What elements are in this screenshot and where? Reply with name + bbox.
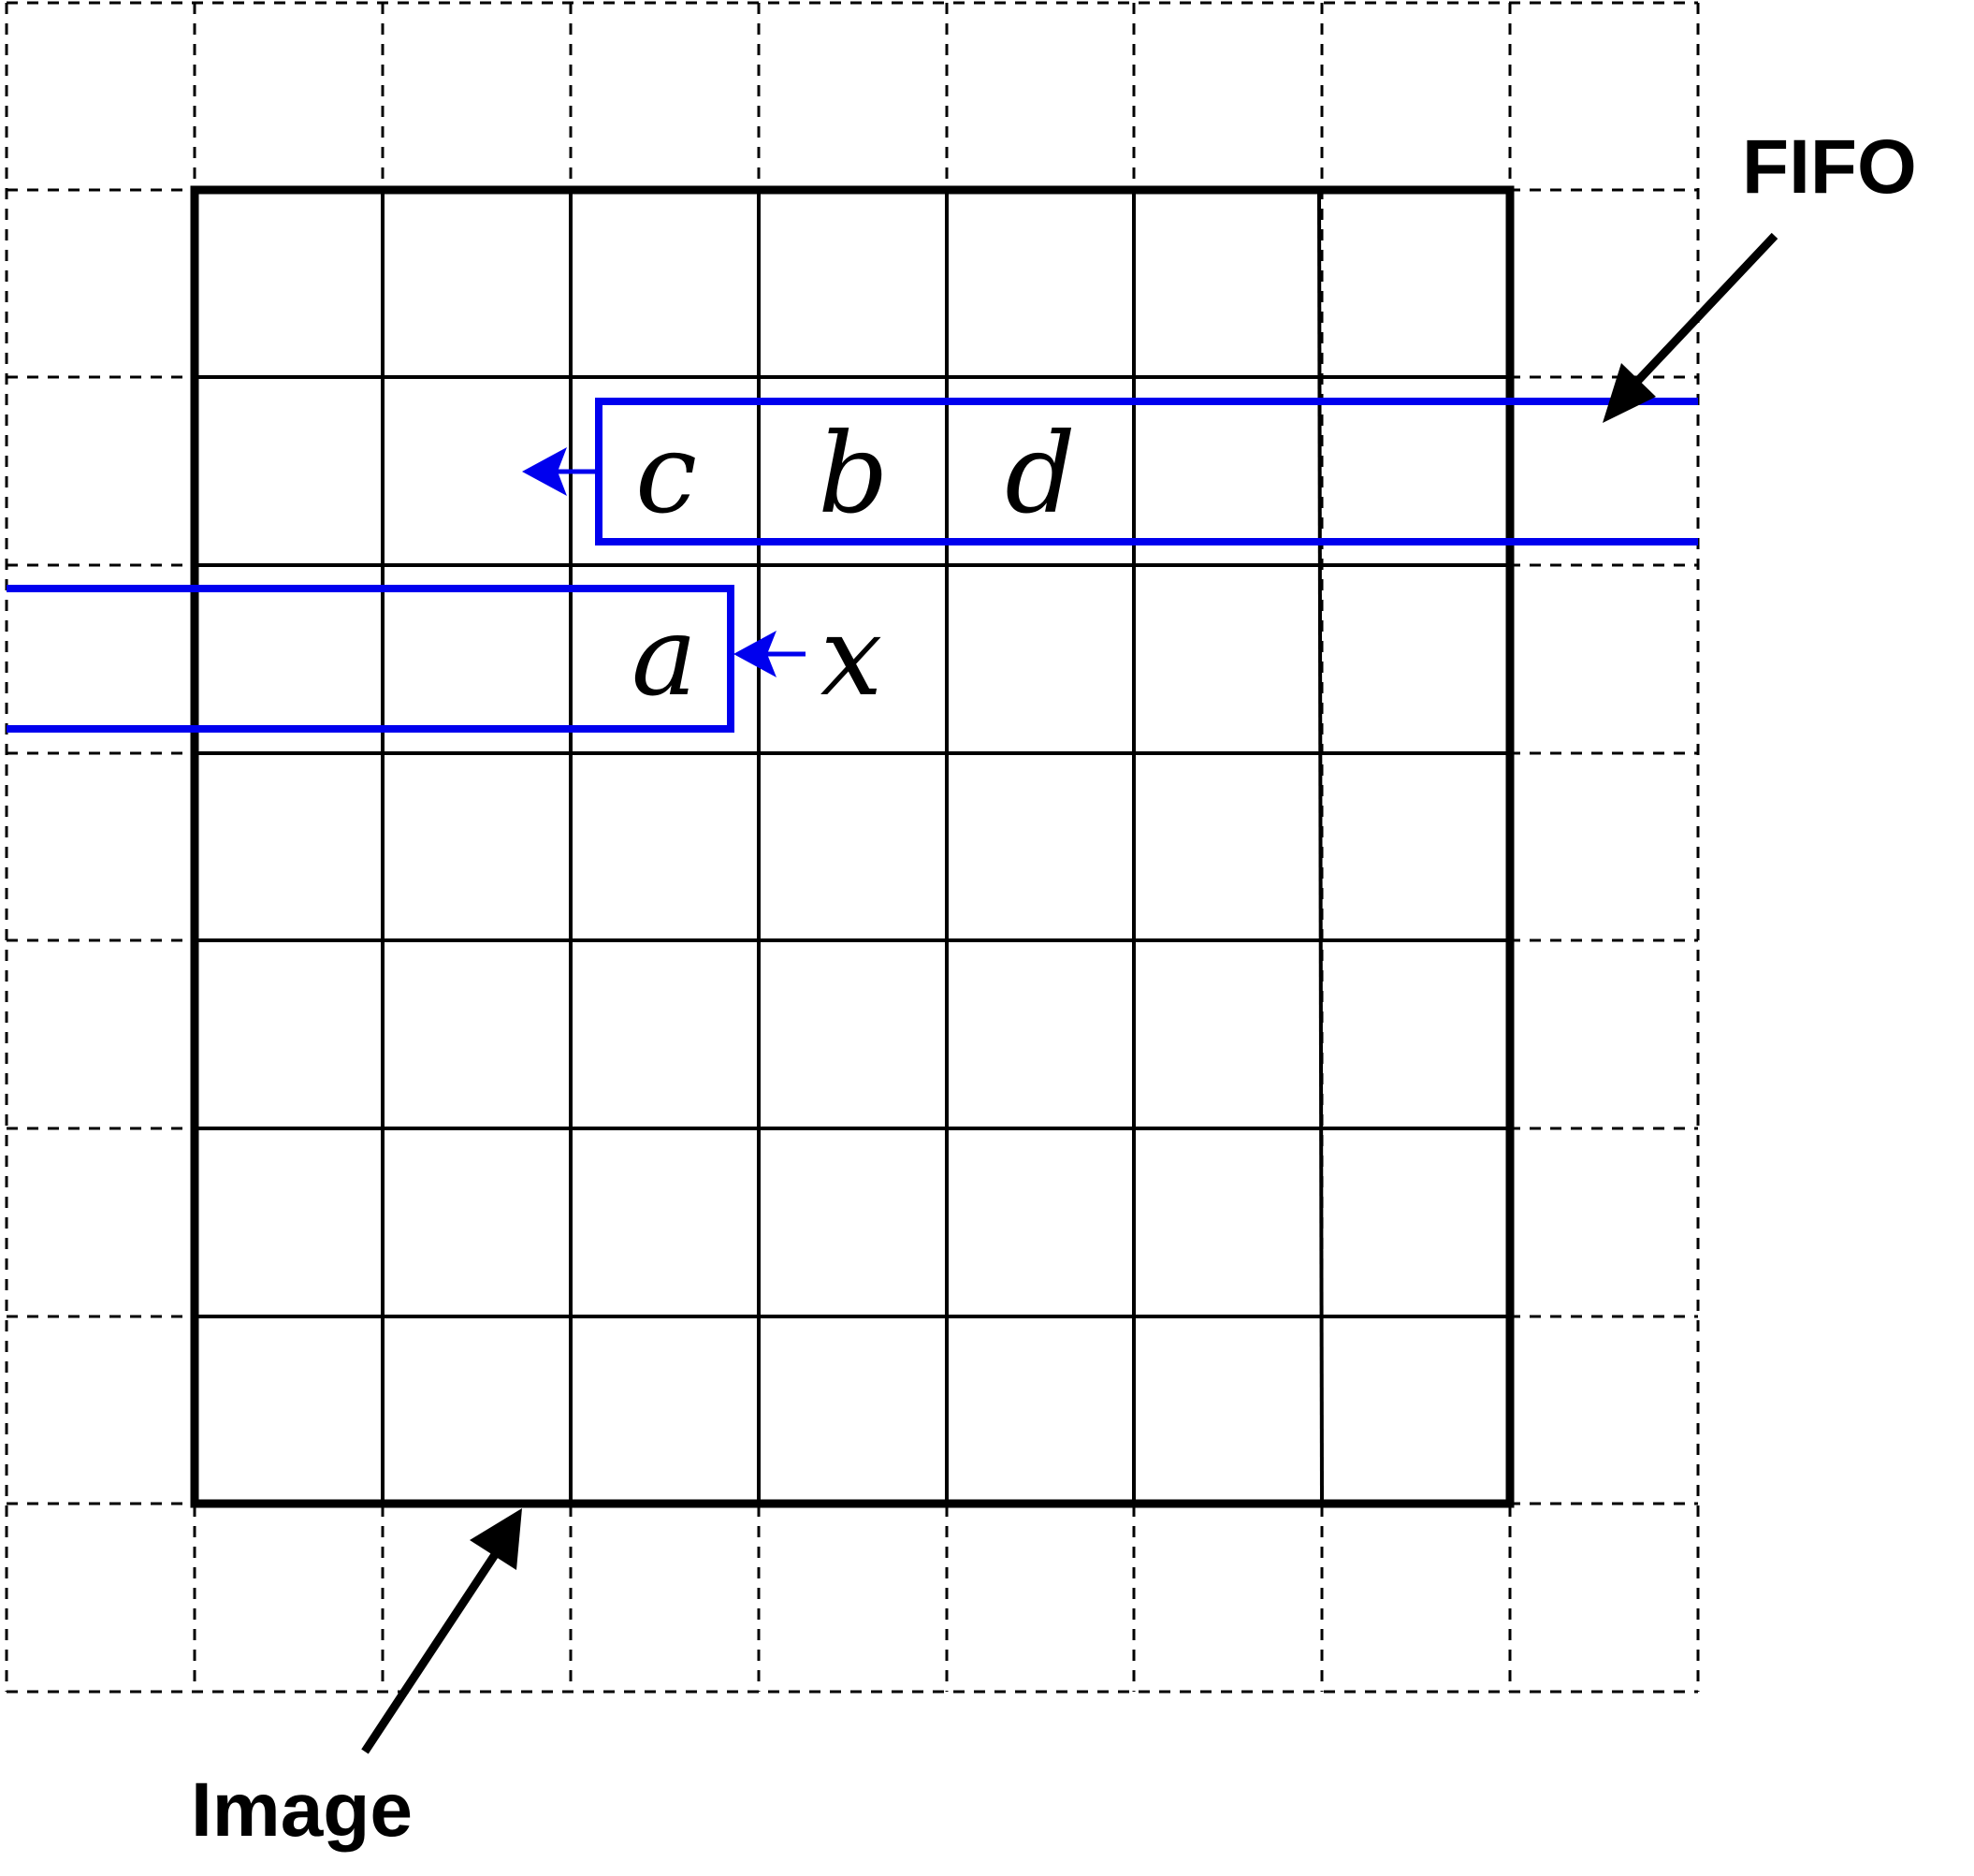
pixel-d: d (1005, 409, 1076, 538)
pixel-a: a (631, 591, 697, 720)
image-callout-arrow (361, 1508, 522, 1754)
pixel-c: c (635, 409, 697, 538)
padding-grid-dashed (5, 1, 1700, 1694)
image-border (190, 185, 1515, 1508)
shift-out-arrow (522, 447, 599, 496)
shift-in-arrow (733, 631, 806, 677)
image-grid-solid (195, 189, 1510, 1505)
fifo-buffer-upper (595, 398, 1698, 545)
fifo-callout-arrow (1603, 232, 1778, 423)
image-label: Image (191, 1767, 413, 1853)
fifo-buffer-lower (7, 585, 734, 733)
pixel-x-incoming: x (820, 591, 883, 720)
pixel-b: b (818, 409, 889, 538)
fifo-label: FIFO (1742, 124, 1917, 210)
